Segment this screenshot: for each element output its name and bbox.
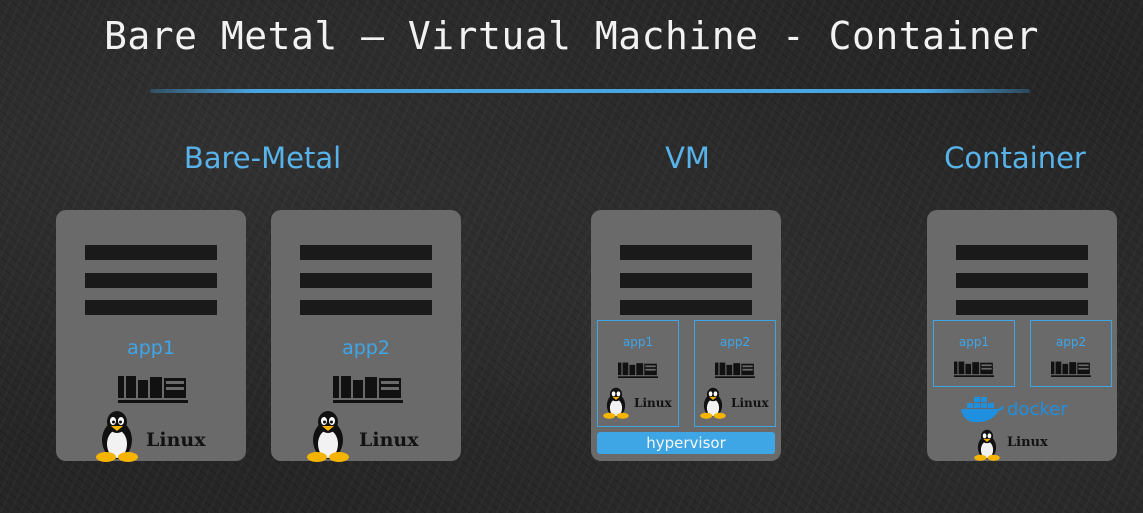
docker-whale-icon <box>959 394 1005 424</box>
server-stripe <box>300 245 432 260</box>
tux-penguin-icon <box>973 429 1001 461</box>
section-title-bare-metal: Bare-Metal <box>183 141 342 175</box>
app-label: app2 <box>719 335 751 349</box>
server-stripe <box>85 245 217 260</box>
bare-metal-server-1: app1 Linux <box>56 210 246 462</box>
bare-metal-server-2: app2 Linux <box>271 210 461 462</box>
vm-guest-2: app2 <box>694 320 776 427</box>
tux-penguin-icon <box>94 410 140 462</box>
server-stripe <box>620 245 752 260</box>
server-stripe <box>620 273 752 288</box>
page-title: Bare Metal – Virtual Machine - Container <box>103 14 1040 58</box>
app-label: app1 <box>127 337 175 359</box>
linux-label: Linux <box>146 429 206 451</box>
server-stripe <box>956 245 1088 260</box>
server-stripe <box>300 273 432 288</box>
docker-label: docker <box>1007 399 1068 420</box>
container-server: app1 app2 <box>927 210 1117 461</box>
app-label: app1 <box>958 335 990 349</box>
libraries-icon <box>333 374 403 404</box>
app-label: app2 <box>1055 335 1087 349</box>
server-stripe <box>956 300 1088 315</box>
server-stripe <box>85 273 217 288</box>
container-box-1: app1 <box>933 320 1015 387</box>
app-label: app2 <box>342 337 390 359</box>
title-underline <box>150 89 1030 93</box>
libraries-icon <box>954 360 994 378</box>
vm-server: app1 <box>591 210 781 461</box>
server-stripe <box>85 300 217 315</box>
linux-label: Linux <box>1007 435 1048 450</box>
libraries-icon <box>118 374 188 404</box>
tux-penguin-icon <box>602 387 630 419</box>
server-stripe <box>300 300 432 315</box>
libraries-icon <box>715 361 755 379</box>
section-title-vm: VM <box>665 141 710 175</box>
tux-penguin-icon <box>699 387 727 419</box>
server-stripe <box>956 273 1088 288</box>
section-title-container: Container <box>944 141 1086 175</box>
linux-label: Linux <box>731 396 769 410</box>
linux-label: Linux <box>359 429 419 451</box>
libraries-icon <box>618 361 658 379</box>
tux-penguin-icon <box>305 410 351 462</box>
linux-label: Linux <box>634 396 672 410</box>
server-stripe <box>620 300 752 315</box>
container-box-2: app2 <box>1030 320 1112 387</box>
hypervisor-bar: hypervisor <box>597 432 775 454</box>
vm-guest-1: app1 <box>597 320 679 427</box>
libraries-icon <box>1051 360 1091 378</box>
app-label: app1 <box>622 335 654 349</box>
